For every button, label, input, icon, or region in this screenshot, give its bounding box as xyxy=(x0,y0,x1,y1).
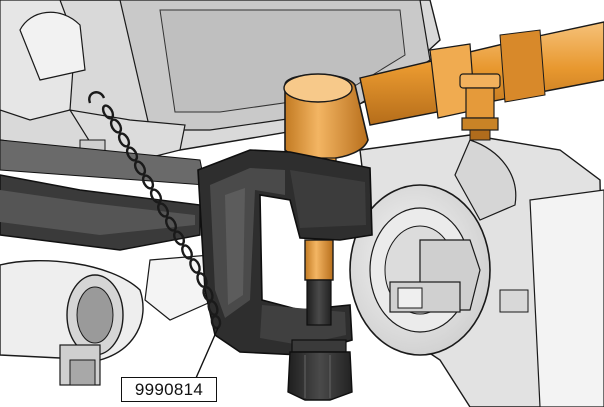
chain-icon xyxy=(88,91,222,330)
tool-callout-label: 9990814 xyxy=(121,377,217,402)
control-arm xyxy=(0,139,206,251)
callout-leader xyxy=(195,327,219,379)
tie-rod xyxy=(359,21,604,141)
hose-clamp xyxy=(0,254,216,386)
steering-knuckle xyxy=(349,134,604,407)
ball-joint-icon xyxy=(283,73,369,281)
puller-tool-icon xyxy=(197,149,373,401)
